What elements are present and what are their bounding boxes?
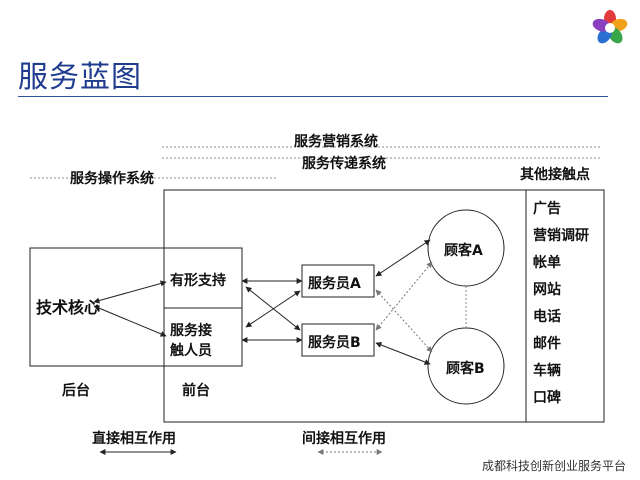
frontstage-frame (163, 189, 527, 423)
touchpoint-item: 帐单 (533, 255, 561, 271)
arrow-staffb-custa (375, 261, 433, 331)
frontstage-label: 前台 (182, 383, 210, 399)
touchpoints-frame (525, 189, 605, 423)
touchpoints-list: 广告 营销调研 帐单 网站 电话 邮件 车辆 口碑 (533, 198, 589, 414)
touchpoint-item: 电话 (533, 309, 561, 325)
touchpoint-item: 营销调研 (533, 228, 589, 244)
customer-a-label: 顾客A (444, 243, 483, 259)
staff-b-label: 服务员B (308, 335, 361, 351)
arrow-staffa-custa (375, 239, 431, 277)
other-touchpoints-label: 其他接触点 (520, 167, 590, 183)
touchpoint-item: 车辆 (533, 363, 561, 379)
arrow-core-contact (93, 305, 167, 337)
tech-core-label: 技术核心 (36, 298, 101, 317)
title-divider (18, 96, 608, 97)
arrow-staffb-custb (375, 342, 431, 365)
page-title: 服务蓝图 (18, 60, 142, 95)
arrow-contact-staffa (245, 290, 301, 328)
contact-staff-label-2: 触人员 (170, 343, 212, 359)
touchpoint-item: 邮件 (533, 336, 561, 352)
delivery-system-label: 服务传递系统 (302, 156, 386, 172)
indirect-interaction-label: 间接相互作用 (302, 431, 386, 447)
contact-staff-label-1: 服务接 (170, 323, 212, 339)
operations-system-label: 服务操作系统 (70, 171, 154, 187)
flower-logo-icon (592, 10, 628, 44)
customer-b-label: 顾客B (446, 361, 485, 377)
arrow-staffa-custb (375, 289, 433, 353)
marketing-system-label: 服务营销系统 (294, 134, 378, 150)
direct-interaction-label: 直接相互作用 (92, 431, 176, 447)
arrow-core-tangible (93, 280, 167, 304)
touchpoint-item: 口碑 (533, 390, 561, 406)
staff-a-label: 服务员A (308, 276, 361, 292)
touchpoint-item: 广告 (533, 201, 561, 217)
footer-watermark: 成都科技创新创业服务平台 (481, 459, 626, 473)
logo-center (605, 23, 615, 33)
backstage-label: 后台 (62, 383, 90, 399)
touchpoint-item: 网站 (533, 282, 561, 298)
tangible-support-label: 有形支持 (170, 273, 226, 289)
